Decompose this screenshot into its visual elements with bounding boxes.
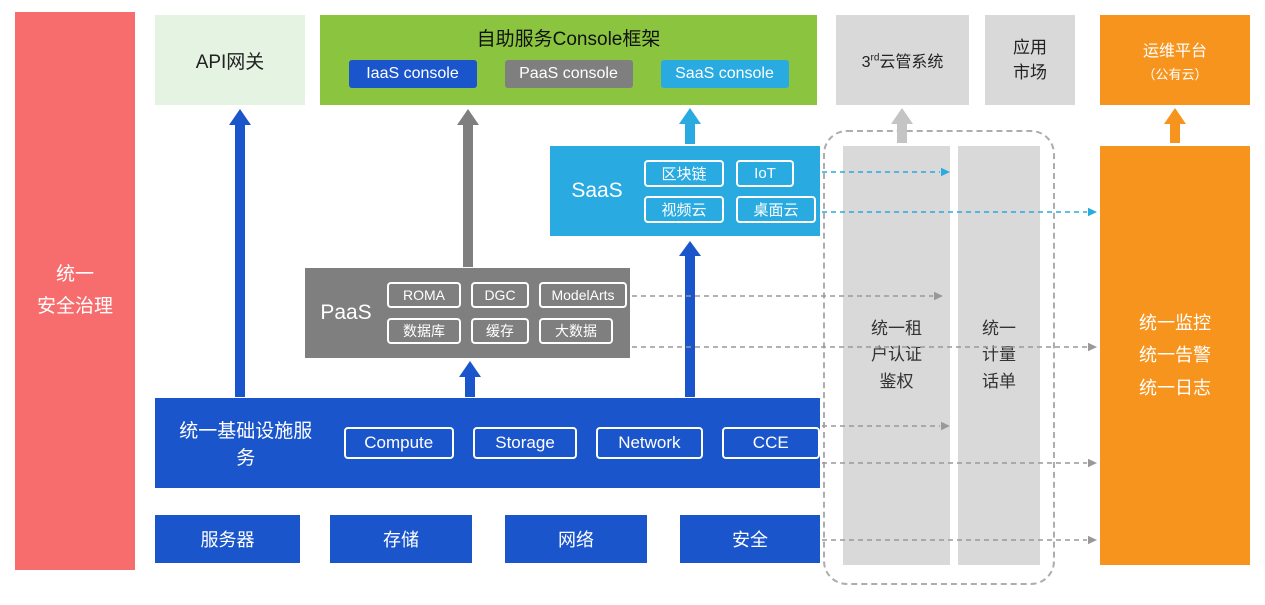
bottom-box-server: 服务器 <box>155 515 300 563</box>
console-frame-title: 自助服务Console框架 <box>476 29 661 50</box>
paas-to-monitor-dashed-arrowhead <box>1088 342 1097 352</box>
api-gateway-box: API网关 <box>155 15 305 105</box>
paas-item-dgc: DGC <box>471 282 529 308</box>
bottom-box-network: 网络 <box>505 515 647 563</box>
paas-console-button: PaaS console <box>504 60 633 88</box>
om-platform-line1: 运维平台 <box>1142 43 1207 60</box>
saas-item-iot: IoT <box>736 159 794 187</box>
saas-box: SaaS 区块链 IoT 视频云 桌面云 <box>550 146 820 236</box>
paas-to-console-arrow <box>457 109 479 267</box>
paas-item-modelarts: ModelArts <box>539 282 627 308</box>
infra-item-network: Network <box>596 427 703 459</box>
paas-label: PaaS <box>320 301 372 324</box>
paas-service-grid: ROMA DGC ModelArts 数据库 缓存 大数据 <box>387 282 627 344</box>
app-market-box: 应用 市场 <box>985 15 1075 105</box>
om-platform-line2: （公有云） <box>1142 67 1208 82</box>
paas-item-roma: ROMA <box>387 282 461 308</box>
infrastructure-box: 统一基础设施服务 Compute Storage Network CCE <box>155 398 820 488</box>
saas-item-video-cloud: 视频云 <box>644 195 724 223</box>
infra-item-storage: Storage <box>472 427 578 459</box>
paas-item-database: 数据库 <box>387 318 461 344</box>
bottom-box-security: 安全 <box>680 515 820 563</box>
saas-item-desktop-cloud: 桌面云 <box>736 195 816 223</box>
saas-label: SaaS <box>571 179 623 202</box>
shared-services-dashed-frame <box>823 130 1055 585</box>
metering-billing-bar: 统一 计量 话单 <box>958 146 1040 565</box>
monitor-to-om-arrow <box>1164 108 1186 143</box>
saas-service-grid: 区块链 IoT 视频云 桌面云 <box>644 159 816 223</box>
iaas-console-button: IaaS console <box>348 60 477 88</box>
infra-item-cce: CCE <box>721 427 820 459</box>
paas-box: PaaS ROMA DGC ModelArts 数据库 缓存 大数据 <box>305 268 630 358</box>
om-platform-box: 运维平台 （公有云） <box>1100 15 1250 105</box>
paas-item-cache: 缓存 <box>471 318 529 344</box>
infra-to-paas-arrow <box>459 361 481 397</box>
saas-item-blockchain: 区块链 <box>644 159 724 187</box>
bottom-box-storage: 存储 <box>330 515 472 563</box>
saas-to-console-arrow <box>679 108 701 144</box>
tenant-auth-bar: 统一租 户认证 鉴权 <box>843 146 950 565</box>
infra-item-compute: Compute <box>343 427 454 459</box>
third-party-cloud-label: 3rd云管系统 <box>861 52 944 71</box>
infra-to-monitor-dashed-arrowhead <box>1088 458 1097 468</box>
saas-to-monitor-dashed-arrowhead <box>1088 207 1097 217</box>
hardware-to-monitor-dashed-arrowhead <box>1088 535 1097 545</box>
console-button-row: IaaS console PaaS console SaaS console <box>348 60 789 88</box>
console-frame-box: 自助服务Console框架 IaaS console PaaS console … <box>320 15 817 105</box>
third-party-cloud-box: 3rd云管系统 <box>836 15 969 105</box>
infra-to-api-gateway-arrow <box>229 109 251 397</box>
paas-item-bigdata: 大数据 <box>539 318 613 344</box>
infra-to-saas-arrow <box>679 241 701 397</box>
monitor-alarm-log-box: 统一监控 统一告警 统一日志 <box>1100 146 1250 565</box>
infrastructure-label: 统一基础设施服务 <box>179 421 313 469</box>
saas-console-button: SaaS console <box>660 60 789 88</box>
security-governance-bar: 统一 安全治理 <box>15 12 135 570</box>
